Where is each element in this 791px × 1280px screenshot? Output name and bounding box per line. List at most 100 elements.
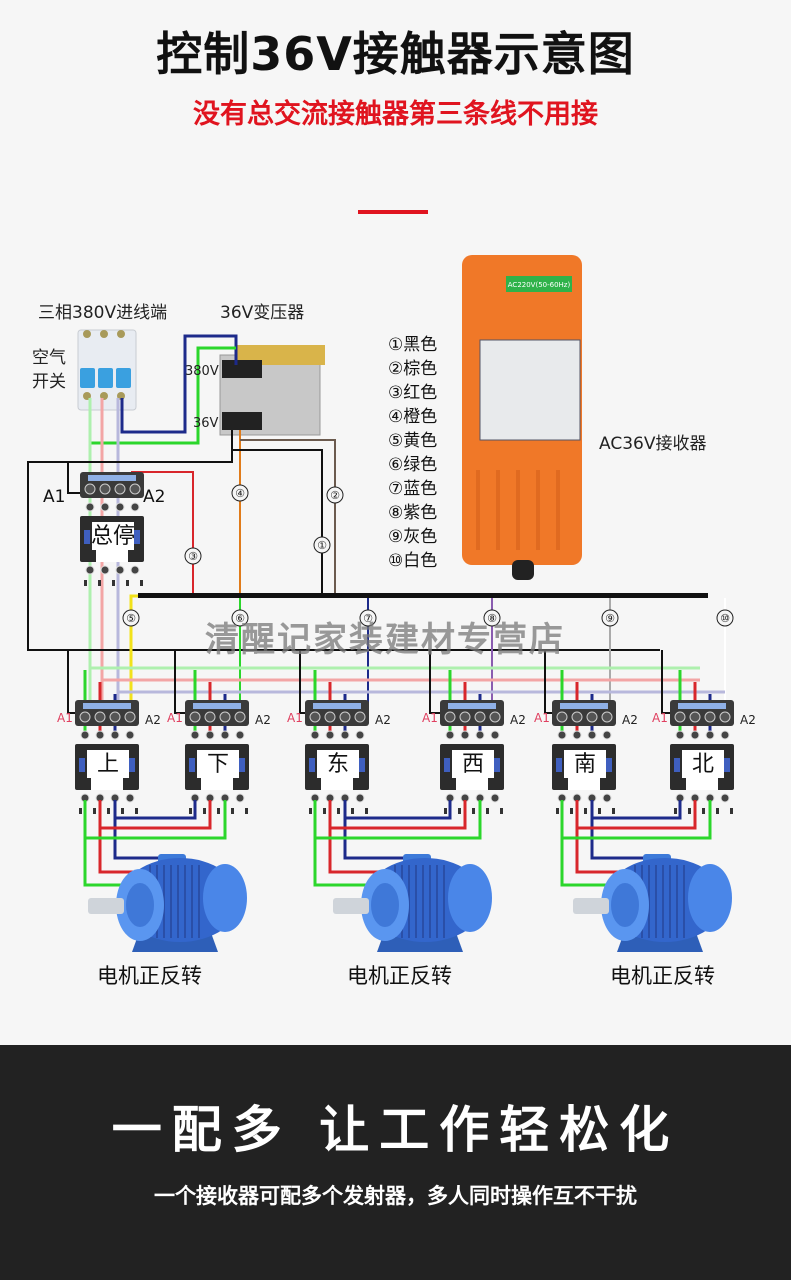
contactor-6-a1-label: A1: [652, 711, 668, 725]
three-phase-input-label: 三相380V进线端: [38, 303, 168, 323]
motor-3-front-inner: [611, 883, 639, 927]
wire-number-1: ①: [317, 539, 327, 552]
contactor-6-screw: [690, 730, 700, 740]
main-contactor-top-window: [88, 475, 136, 481]
receiver-cable-gland: [512, 560, 534, 580]
wire-number-5-circle: [122, 609, 140, 627]
motor-2-shaft: [333, 898, 369, 914]
contactor-4-pin: [458, 808, 461, 814]
contactor-2-label-bg: [197, 750, 239, 778]
contactor-1-screw: [80, 730, 90, 740]
wire-number-2: ②: [330, 489, 340, 502]
legend-item: ⑩白色: [388, 551, 438, 571]
wire-number-1-circle: [313, 536, 331, 554]
wire-yellow-5: [129, 594, 138, 712]
transformer-primary-label: 380V: [185, 364, 219, 379]
contactor-3-side: [309, 758, 315, 772]
contactor-2-pin: [231, 808, 234, 814]
contactor-6-a2-label: A2: [740, 713, 756, 727]
contactor-1-pin: [93, 808, 96, 814]
contactor-6-notch: [686, 778, 718, 790]
contactor-3-top-window: [313, 703, 361, 709]
contactor-2-screw: [190, 730, 200, 740]
contactor-1-coil-screw: [109, 711, 121, 723]
contactor-5-a1-label: A1: [534, 711, 550, 725]
legend-item: ③红色: [388, 383, 438, 403]
air-switch-screw: [117, 330, 125, 338]
main-contactor-pin: [112, 580, 115, 586]
contactor-1-pin: [79, 808, 82, 814]
contactor-5-screw: [572, 730, 582, 740]
contactor-3-notch: [321, 778, 353, 790]
wire-number-9: ⑨: [605, 612, 615, 625]
contactor-1-out-screw: [125, 793, 135, 803]
page-subtitle: 没有总交流接触器第三条线不用接: [193, 99, 598, 130]
contactor-1-side: [79, 758, 85, 772]
wire-number-7: ⑦: [363, 612, 373, 625]
main-contactor-screw: [100, 502, 110, 512]
contactor-6-out-screw: [720, 793, 730, 803]
legend-item: ⑧紫色: [388, 503, 438, 523]
contactor-6-top-window: [678, 703, 726, 709]
receiver-rib: [496, 470, 500, 550]
contactor-6-pin: [688, 808, 691, 814]
contactor-6-coil-screw: [719, 711, 731, 723]
contactor-3-side: [359, 758, 365, 772]
contactor-1-pin: [121, 808, 124, 814]
contactor-5-label: 南: [574, 752, 596, 777]
contactor-4-screw: [460, 730, 470, 740]
contactor-2-screw: [235, 730, 245, 740]
motor-wire-blue-rev: [592, 800, 682, 820]
wire-black-common: [27, 430, 660, 651]
motor-1-rear: [203, 864, 247, 932]
main-contactor-out-screw: [130, 565, 140, 575]
motor-wire-red-rev: [100, 800, 212, 830]
motor-1-shaft: [88, 898, 124, 914]
contactor-1-side: [129, 758, 135, 772]
contactor-2-screw: [220, 730, 230, 740]
motor-label-1: 电机正反转: [97, 964, 202, 988]
main-a1-label: A1: [43, 487, 65, 507]
footer-subtitle: 一个接收器可配多个发射器，多人同时操作互不干扰: [154, 1184, 637, 1208]
wire-number-8: ⑧: [487, 612, 497, 625]
wire-number-8-circle: [483, 609, 501, 627]
motor-2-front-inner: [371, 883, 399, 927]
contactor-2-notch: [201, 778, 233, 790]
wire-blue-breaker: [120, 336, 187, 434]
contactor-4-label-bg: [452, 750, 494, 778]
contactor-2-side: [189, 758, 195, 772]
contactor-1-label-bg: [87, 750, 129, 778]
legend-item: ②棕色: [388, 359, 438, 379]
contactor-6-screw: [705, 730, 715, 740]
wire-black-1: [231, 430, 323, 595]
watermark: 清醒记家装建材专营店: [205, 620, 565, 660]
main-contactor-out-screw: [115, 565, 125, 575]
wire-number-3-circle: [184, 547, 202, 565]
main-contactor-screw: [85, 502, 95, 512]
contactor-4-screw: [490, 730, 500, 740]
contactor-4-screw: [475, 730, 485, 740]
contactor-2-label: 下: [207, 752, 229, 777]
contactor-2-coil-screw: [204, 711, 216, 723]
main-contactor-screw: [115, 502, 125, 512]
contactor-1-screw: [95, 730, 105, 740]
motor-wire-green-rev: [85, 800, 227, 840]
contactor-4-pin: [444, 808, 447, 814]
contactor-4-top-window: [448, 703, 496, 709]
contactor-3-pin: [323, 808, 326, 814]
contactor-6-label-bg: [682, 750, 724, 778]
receiver-sticker-text: AC220V(50-60Hz): [508, 281, 571, 289]
contactor-6-coil-screw: [674, 711, 686, 723]
main-contactor-pin: [84, 580, 87, 586]
contactor-3-label: 东: [327, 752, 349, 777]
main-contactor-side: [84, 530, 90, 544]
contactor-4-notch: [456, 778, 488, 790]
contactor-6-label: 北: [692, 752, 714, 777]
contactor-6-pin: [674, 808, 677, 814]
contactor-4-coil-screw: [444, 711, 456, 723]
main-a2-label: A2: [143, 487, 165, 507]
motor-wire-blue-rev: [115, 800, 197, 820]
contactor-6-pin: [702, 808, 705, 814]
